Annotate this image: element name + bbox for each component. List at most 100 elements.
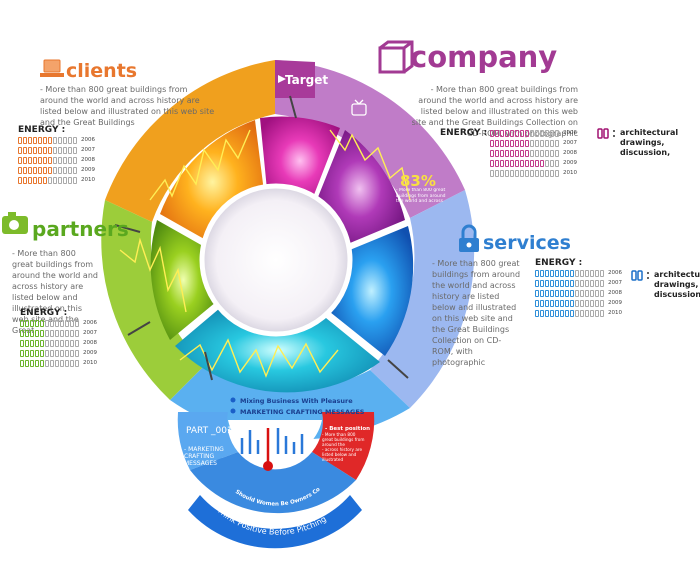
company-meter-cell [515, 169, 519, 177]
clients-meter-cell [23, 136, 27, 144]
partners-meter-cell [35, 349, 39, 357]
clients-meter-cell [73, 156, 77, 164]
partners-meter-cell [35, 329, 39, 337]
partners-meter-row: 2010 [20, 358, 97, 368]
services-meter-cell [590, 309, 594, 317]
company-meter-cell [495, 139, 499, 147]
partners-meter-cell [60, 339, 64, 347]
partners-meter-row: 2006 [20, 318, 97, 328]
partners-meter-cell [70, 349, 74, 357]
clients-meter-cell [28, 166, 32, 174]
services-meter-cell [600, 289, 604, 297]
clients-meter-cell [53, 156, 57, 164]
partners-meter-cell [40, 359, 44, 367]
segment-magenta [260, 116, 340, 205]
clients-meter-cell [63, 176, 67, 184]
partners-meter-cell [40, 319, 44, 327]
partners-meter-cell [25, 329, 29, 337]
services-meter-cell [580, 279, 584, 287]
company-meter-cell [500, 139, 504, 147]
services-meter-year: 2006 [608, 270, 622, 276]
target-label: Target [285, 73, 328, 87]
services-meter-cell [595, 299, 599, 307]
partners-meter-cell [60, 359, 64, 367]
services-meter-cell [560, 279, 564, 287]
clients-meter-cell [68, 136, 72, 144]
services-meter-cell [545, 309, 549, 317]
clients-meter-cell [58, 156, 62, 164]
clients-meter-cell [48, 176, 52, 184]
clients-meter-cell [43, 156, 47, 164]
services-meter-cell [595, 309, 599, 317]
center-disc [199, 183, 353, 337]
services-meter-cell [535, 269, 539, 277]
clients-meter-cell [43, 146, 47, 154]
services-meter-cell [535, 299, 539, 307]
partners-meter-cell [30, 329, 34, 337]
company-title: company [410, 40, 558, 74]
clients-meter-cell [23, 146, 27, 154]
clients-meter-cell [28, 136, 32, 144]
clients-meter-cell [18, 146, 22, 154]
clients-meter-cell [73, 136, 77, 144]
clients-meter-cell [73, 166, 77, 174]
partners-meter-cell [55, 359, 59, 367]
services-meter-cell [570, 289, 574, 297]
company-meter-cell [520, 139, 524, 147]
company-meter-cell [525, 129, 529, 137]
partners-meter-cell [55, 319, 59, 327]
partners-title: partners [32, 217, 129, 241]
company-meter-cell [555, 149, 559, 157]
bottom-panel [177, 412, 375, 549]
company-meter-cell [530, 139, 534, 147]
partners-meter-cell [35, 339, 39, 347]
services-meter-row: 2009 [535, 298, 622, 308]
services-meter-cell [570, 279, 574, 287]
services-meter-cell [590, 279, 594, 287]
company-meter-cell [505, 169, 509, 177]
company-meter-cell [510, 159, 514, 167]
company-meter-cell [525, 149, 529, 157]
company-meter-cell [545, 129, 549, 137]
services-meter-row: 2010 [535, 308, 622, 318]
clients-meter-cell [33, 156, 37, 164]
partners-meter-cell [65, 329, 69, 337]
partners-meter-cell [75, 349, 79, 357]
segment-cyan [175, 308, 380, 393]
clients-meter-row: 2007 [18, 145, 95, 155]
services-meter-cell [580, 289, 584, 297]
partners-meter-cell [45, 329, 49, 337]
partners-meter-cell [25, 349, 29, 357]
company-meter-row: 2009 [490, 158, 577, 168]
company-meter-cell [535, 139, 539, 147]
clients-meter-cell [38, 176, 42, 184]
target-note-box: - More than 800 great buildings from aro… [396, 188, 446, 204]
clients-energy-label: ENERGY : [18, 125, 66, 135]
bullet-1: Mixing Business With Pleasure [240, 397, 353, 405]
partners-meter-year: 2007 [83, 330, 97, 336]
services-meter-cell [565, 279, 569, 287]
services-meter-cell [600, 309, 604, 317]
partners-meter-cell [35, 359, 39, 367]
partners-meter-row: 2007 [20, 328, 97, 338]
clients-meter-row: 2010 [18, 175, 95, 185]
services-meter-cell [580, 269, 584, 277]
partners-meter-cell [25, 339, 29, 347]
part-label: PART _001 [186, 426, 233, 436]
outer-segment-purple [275, 60, 465, 218]
clients-meter-cell [38, 166, 42, 174]
company-meter-cell [545, 159, 549, 167]
company-meter-cell [490, 129, 494, 137]
clients-meter-cell [68, 156, 72, 164]
company-meter-year: 2009 [563, 160, 577, 166]
outer-segment-blue [370, 190, 475, 408]
partners-meter-cell [65, 359, 69, 367]
outer-segment-green [101, 200, 205, 400]
clients-meter-cell [53, 176, 57, 184]
partners-meter-cell [70, 329, 74, 337]
company-meter-cell [540, 139, 544, 147]
company-meter-cell [555, 139, 559, 147]
services-meter-cell [590, 289, 594, 297]
company-meter-cell [535, 149, 539, 157]
